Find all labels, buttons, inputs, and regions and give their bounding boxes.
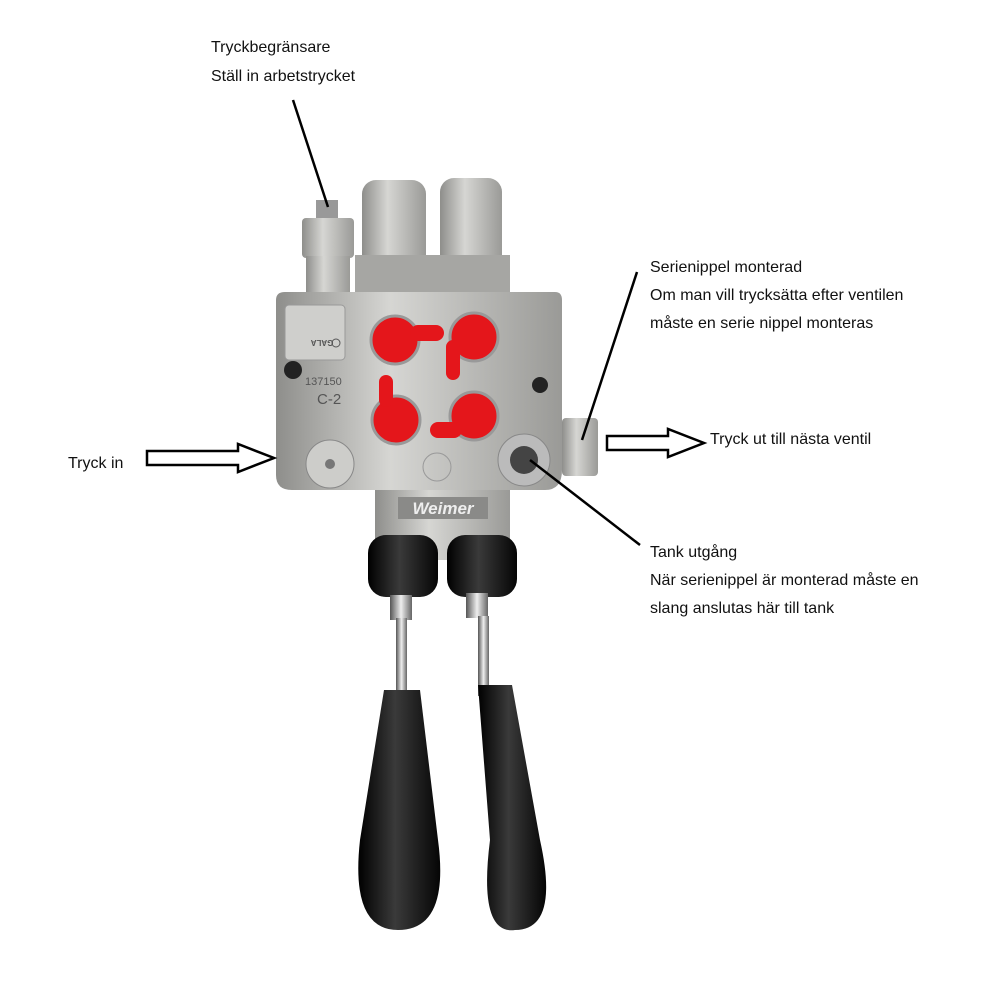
part-number: 137150 <box>305 376 342 388</box>
tank-outlet-line1: När serienippel är monterad måste en <box>650 572 919 589</box>
pressure-in-label: Tryck in <box>68 455 124 472</box>
tank-outlet-line2: slang anslutas här till tank <box>650 600 835 617</box>
arrow-right-icon-in <box>145 442 278 474</box>
arrow-right-icon-out <box>605 427 708 459</box>
valve-body: GALA 137150 C-2 <box>276 292 598 490</box>
lever-left[interactable] <box>358 535 441 930</box>
spool-caps <box>355 178 510 295</box>
leader-line-pressure-relief <box>291 99 330 208</box>
tank-outlet-title: Tank utgång <box>650 544 738 561</box>
series-nipple-line2: måste en serie nippel monteras <box>650 315 874 332</box>
plate-brand: GALA <box>310 338 333 347</box>
pressure-out-label: Tryck ut till nästa ventil <box>710 431 872 448</box>
lever-right[interactable] <box>447 535 547 931</box>
leader-line-tank <box>529 459 641 546</box>
series-nipple-title: Serienippel monterad <box>650 259 803 276</box>
brand-watermark: Weimer <box>412 499 474 518</box>
pressure-relief-valve[interactable] <box>302 200 354 296</box>
model-code: C-2 <box>317 391 341 408</box>
leader-line-series-nipple <box>580 271 639 441</box>
series-nipple-line1: Om man vill trycksätta efter ventilen <box>650 287 904 304</box>
series-nipple <box>562 418 598 476</box>
pressure-relief-desc: Ställ in arbetstrycket <box>211 68 356 85</box>
id-plate <box>284 304 346 361</box>
red-port-caps <box>369 311 500 446</box>
pressure-relief-title: Tryckbegränsare <box>211 39 331 56</box>
